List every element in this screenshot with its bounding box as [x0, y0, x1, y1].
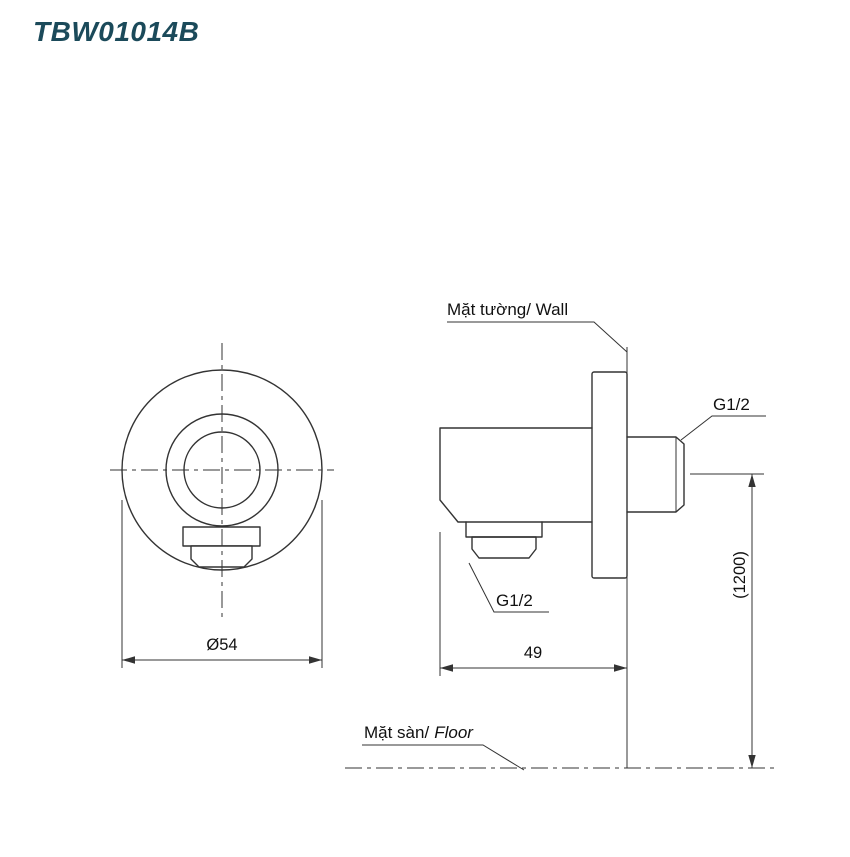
product-code-title: TBW01014B [33, 16, 200, 47]
arrow-right-icon [614, 664, 627, 672]
g12-right-label: G1/2 [713, 395, 750, 414]
dim-depth-label: 49 [524, 644, 542, 662]
wall-leader-line [447, 321, 628, 353]
thread-connector-side [626, 436, 685, 513]
body-side [439, 427, 593, 523]
g12-bottom-label: G1/2 [496, 591, 533, 610]
wall-label: Mặt tường/ Wall [447, 300, 568, 319]
dim-diameter: Ø54 [121, 500, 323, 668]
dim-height: (1200) [690, 473, 764, 768]
dim-depth: 49 [439, 532, 627, 676]
arrow-right-icon [309, 656, 322, 664]
arrow-down-icon [748, 755, 756, 768]
floor-label: Mặt sàn/Floor [364, 723, 474, 742]
floor-leader-line [362, 744, 525, 771]
front-view: Ø54 [110, 343, 334, 668]
g12-bottom-leader [468, 562, 549, 613]
dim-height-label: (1200) [731, 551, 749, 599]
arrow-left-icon [122, 656, 135, 664]
outlet-nut-side [471, 536, 537, 559]
outlet-nut-front [190, 545, 253, 568]
dim-diameter-label: Ø54 [206, 636, 237, 654]
floor-label-vi: Mặt sàn/ [364, 723, 429, 742]
flange-side [591, 371, 628, 579]
g12-right-leader [680, 415, 766, 441]
side-view: Mặt tường/ Wall G1/2 G1/2 49 (120 [345, 300, 778, 771]
floor-label-en: Floor [434, 723, 474, 742]
arrow-left-icon [440, 664, 453, 672]
outlet-collar-side [465, 521, 543, 538]
arrow-up-icon [748, 474, 756, 487]
